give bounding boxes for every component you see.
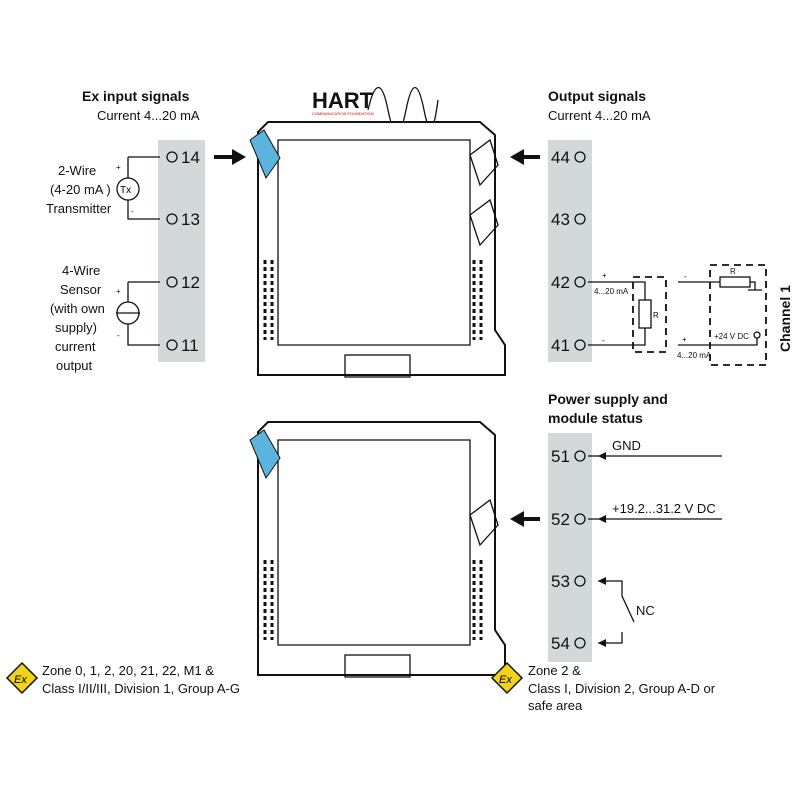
svg-text:4...20 mA: 4...20 mA [594, 287, 629, 296]
output-terminal-strip [548, 140, 592, 362]
svg-text:-: - [117, 331, 120, 340]
svg-text:42: 42 [551, 273, 570, 292]
svg-text:-: - [602, 336, 605, 345]
svg-text:+: + [682, 335, 687, 344]
zone-right-label: Zone 2 &Class I, Division 2, Group A-D o… [528, 663, 716, 713]
svg-text:51: 51 [551, 447, 570, 466]
current-source-symbol [116, 301, 140, 325]
channel-label: Channel 1 [777, 285, 793, 352]
svg-text:Tx: Tx [120, 185, 131, 196]
svg-text:4...20 mA: 4...20 mA [677, 351, 712, 360]
svg-text:HART: HART [312, 88, 374, 113]
nc-label: NC [636, 603, 655, 618]
voltage-label: +19.2...31.2 V DC [612, 501, 716, 516]
svg-text:R: R [653, 311, 659, 320]
gnd-label: GND [612, 438, 641, 453]
input-subtitle: Current 4...20 mA [97, 108, 200, 123]
svg-text:+: + [602, 271, 607, 280]
svg-text:+: + [116, 287, 121, 296]
input-terminals: 14 13 12 11 [166, 148, 200, 355]
arrow-icon [232, 149, 246, 165]
arrow-icon [510, 511, 524, 527]
ex-badge-icon: Ex [490, 661, 524, 695]
svg-text:14: 14 [181, 148, 200, 167]
svg-text:12: 12 [181, 273, 200, 292]
svg-text:43: 43 [551, 210, 570, 229]
svg-text:13: 13 [181, 210, 200, 229]
svg-text:Ex: Ex [499, 674, 512, 686]
ex-badge-icon: Ex [5, 661, 39, 695]
output-subtitle: Current 4...20 mA [548, 108, 651, 123]
svg-text:44: 44 [551, 148, 570, 167]
svg-text:11: 11 [181, 336, 199, 355]
module-channel [249, 121, 506, 378]
svg-text:41: 41 [551, 336, 570, 355]
transmitter-symbol [116, 177, 140, 201]
input-title: Ex input signals [82, 88, 190, 104]
svg-text:53: 53 [551, 572, 570, 591]
svg-text:Ex: Ex [14, 674, 27, 686]
load-circuit: 4...20 mA + - R R - +24 V DC + 4...20 mA [588, 264, 767, 366]
zone-left-label: Zone 0, 1, 2, 20, 21, 22, M1 &Class I/II… [42, 663, 240, 696]
svg-text:R: R [730, 267, 736, 276]
arrow-icon [510, 149, 524, 165]
svg-text:+: + [116, 163, 121, 172]
two-wire-label: 2-Wire(4-20 mA )Transmitter [46, 163, 112, 216]
svg-text:-: - [684, 272, 687, 281]
input-terminal-strip [158, 140, 205, 362]
svg-text:+24 V DC: +24 V DC [714, 332, 749, 341]
svg-text:54: 54 [551, 634, 570, 653]
output-title: Output signals [548, 88, 646, 104]
power-terminal-strip [548, 433, 592, 662]
svg-text:-: - [131, 207, 134, 216]
module-power [249, 421, 506, 678]
svg-text:COMMUNICATION FOUNDATION: COMMUNICATION FOUNDATION [312, 111, 374, 116]
output-terminals: 44 43 42 41 [551, 148, 586, 355]
svg-text:52: 52 [551, 510, 570, 529]
power-terminals: 51 52 53 54 [551, 447, 586, 653]
